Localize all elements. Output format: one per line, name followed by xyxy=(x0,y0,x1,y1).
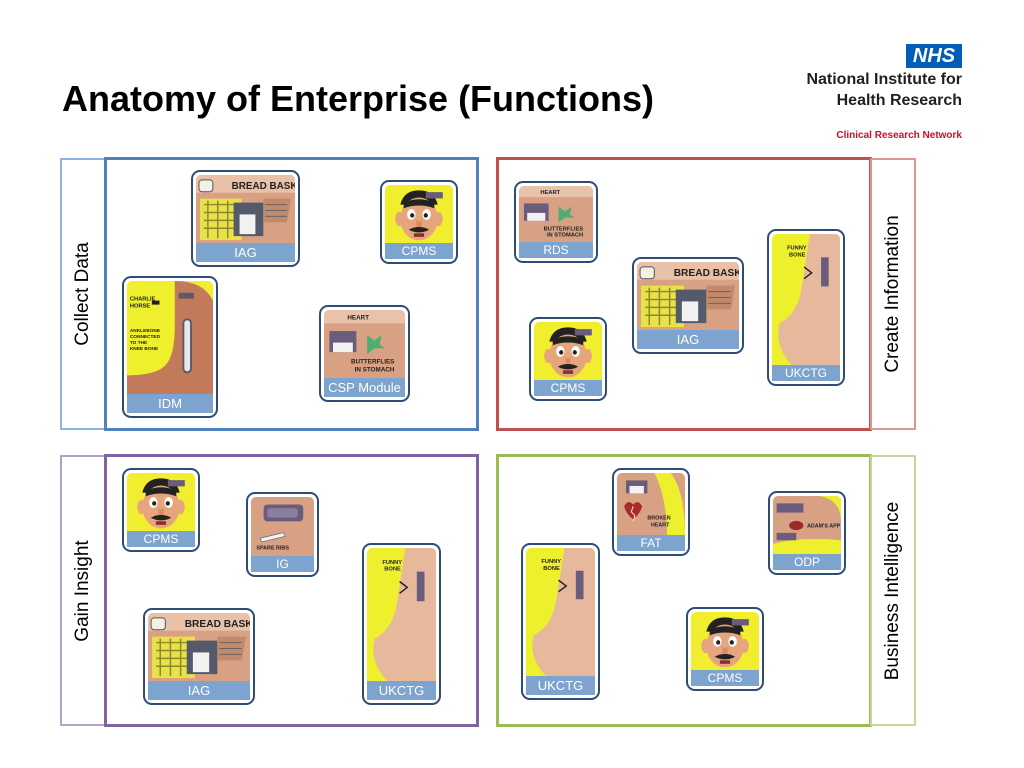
svg-text:BREAD BASKE: BREAD BASKE xyxy=(185,619,250,630)
tile-label: UKCTG xyxy=(772,365,840,381)
svg-text:BONE: BONE xyxy=(789,252,806,258)
create-information-label: Create Information xyxy=(882,215,903,373)
funny-bone-arm-icon: FUNNY BONE xyxy=(772,234,840,366)
nihr-logo: NHS National Institute for Health Resear… xyxy=(770,44,970,144)
svg-text:IN STOMACH: IN STOMACH xyxy=(355,366,395,373)
tile-label: CSP Module xyxy=(324,378,405,397)
leg-bone-icon: CHARLIE HORSE ANKLEBONE CONNECTED TO THE… xyxy=(127,281,213,395)
svg-text:SPARE RIBS: SPARE RIBS xyxy=(256,545,289,551)
butterflies-icon: HEART BUTTERFLIES IN STOMACH xyxy=(519,186,593,243)
tile-label: CPMS xyxy=(691,670,759,686)
tile-cpms[interactable]: CPMS xyxy=(122,468,200,552)
face-icon xyxy=(691,612,759,671)
tile-label: RDS xyxy=(519,242,593,258)
svg-text:CONNECTED: CONNECTED xyxy=(130,334,161,340)
page-title: Anatomy of Enterprise (Functions) xyxy=(62,78,655,119)
gain-insight-tab: Gain Insight xyxy=(60,455,106,726)
logo-line-1: National Institute for xyxy=(806,71,962,88)
face-icon xyxy=(127,473,195,532)
gain-insight-panel xyxy=(104,454,479,727)
svg-text:HEART: HEART xyxy=(347,314,369,321)
tile-idm[interactable]: CHARLIE HORSE ANKLEBONE CONNECTED TO THE… xyxy=(122,276,218,418)
collect-data-tab: Collect Data xyxy=(60,158,106,430)
svg-text:TO THE: TO THE xyxy=(130,340,148,346)
svg-text:IN STOMACH: IN STOMACH xyxy=(547,233,583,239)
svg-text:BUTTERFLIES: BUTTERFLIES xyxy=(544,226,584,232)
svg-text:HEART: HEART xyxy=(540,190,560,196)
svg-text:BREAD BASKE: BREAD BASKE xyxy=(232,181,295,192)
svg-text:HORSE: HORSE xyxy=(130,303,150,309)
svg-text:FUNNY: FUNNY xyxy=(382,560,402,566)
tile-odp[interactable]: ADAM'S APP ODP xyxy=(768,491,846,575)
tile-iag[interactable]: BREAD BASKE IAG xyxy=(143,608,255,705)
funny-bone-arm-icon: FUNNY BONE xyxy=(526,548,595,677)
svg-text:BUTTERFLIES: BUTTERFLIES xyxy=(351,359,395,366)
svg-text:BONE: BONE xyxy=(384,567,401,573)
svg-text:FUNNY: FUNNY xyxy=(541,559,561,565)
svg-text:ADAM'S APP: ADAM'S APP xyxy=(807,523,841,529)
bread-basket-icon: BREAD BASKE xyxy=(637,262,739,331)
tile-label: IDM xyxy=(127,394,213,413)
bread-basket-icon: BREAD BASKE xyxy=(148,613,250,682)
collect-data-panel xyxy=(104,157,479,431)
tile-cpms[interactable]: CPMS xyxy=(686,607,764,691)
svg-text:BREAD BASKE: BREAD BASKE xyxy=(674,268,739,279)
tile-ukctg[interactable]: FUNNY BONE UKCTG xyxy=(521,543,600,700)
tile-label: CPMS xyxy=(534,380,602,396)
logo-line-3: Clinical Research Network xyxy=(836,130,962,141)
tile-csp-module[interactable]: HEART BUTTERFLIES IN STOMACH CSP Module xyxy=(319,305,410,402)
business-intelligence-tab: Business Intelligence xyxy=(870,455,916,726)
svg-text:BROKEN: BROKEN xyxy=(647,515,670,521)
tile-cpms[interactable]: CPMS xyxy=(380,180,458,264)
svg-text:KNEE BONE: KNEE BONE xyxy=(130,346,159,352)
face-icon xyxy=(385,185,453,244)
tile-rds[interactable]: HEART BUTTERFLIES IN STOMACH RDS xyxy=(514,181,598,263)
face-icon xyxy=(534,322,602,381)
tile-label: CPMS xyxy=(127,531,195,547)
create-information-tab: Create Information xyxy=(870,158,916,430)
butterflies-icon: HEART BUTTERFLIES IN STOMACH xyxy=(324,310,405,379)
tile-ig[interactable]: SPARE RIBS IG xyxy=(246,492,319,577)
tile-label: IG xyxy=(251,556,314,572)
tile-iag[interactable]: BREAD BASKE IAG xyxy=(632,257,744,354)
tile-ukctg[interactable]: FUNNY BONE UKCTG xyxy=(362,543,441,705)
tile-label: CPMS xyxy=(385,243,453,259)
svg-text:HEART: HEART xyxy=(651,523,670,529)
svg-text:FUNNY: FUNNY xyxy=(787,245,807,251)
tile-label: UKCTG xyxy=(367,681,436,700)
tile-label: IAG xyxy=(148,681,250,700)
svg-text:BONE: BONE xyxy=(543,566,560,572)
svg-text:CHARLIE: CHARLIE xyxy=(130,297,156,303)
tile-iag[interactable]: BREAD BASKE IAG xyxy=(191,170,300,267)
tile-ukctg[interactable]: FUNNY BONE UKCTG xyxy=(767,229,845,386)
logo-line-2: Health Research xyxy=(836,92,962,109)
gain-insight-label: Gain Insight xyxy=(72,539,93,642)
tile-cpms[interactable]: CPMS xyxy=(529,317,607,401)
svg-text:ANKLEBONE: ANKLEBONE xyxy=(130,328,161,334)
spare-ribs-icon: SPARE RIBS xyxy=(251,497,314,557)
bread-basket-icon: BREAD BASKE xyxy=(196,175,295,244)
adams-apple-icon: ADAM'S APP xyxy=(773,496,841,555)
tile-label: IAG xyxy=(637,330,739,349)
funny-bone-arm-icon: FUNNY BONE xyxy=(367,548,436,682)
tile-fat[interactable]: BROKEN HEART FAT xyxy=(612,468,690,556)
tile-label: UKCTG xyxy=(526,676,595,695)
tile-label: IAG xyxy=(196,243,295,262)
tile-label: FAT xyxy=(617,535,685,551)
tile-label: ODP xyxy=(773,554,841,570)
broken-heart-icon: BROKEN HEART xyxy=(617,473,685,536)
collect-data-label: Collect Data xyxy=(72,242,93,346)
nhs-badge: NHS xyxy=(906,44,962,68)
business-intelligence-label: Business Intelligence xyxy=(882,501,903,680)
